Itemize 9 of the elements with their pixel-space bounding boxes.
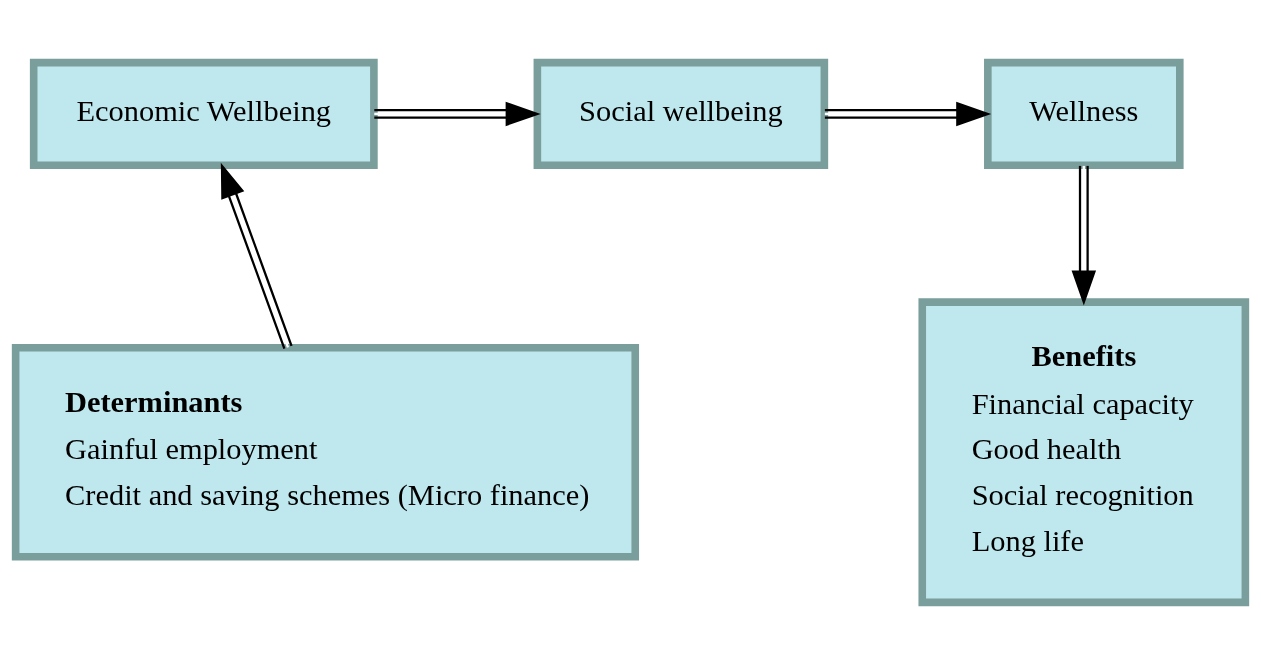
- node-box: Wellness: [984, 58, 1184, 170]
- node-box: Determinants Gainful employment Credit and saving schemes (Micro finance): [11, 343, 640, 561]
- node-box: Social wellbeing: [533, 58, 829, 170]
- arrow: [1071, 165, 1097, 306]
- arrow: [374, 101, 541, 127]
- arrow: [824, 101, 992, 127]
- arrow: [220, 162, 293, 349]
- node-box: Economic Wellbeing: [29, 58, 378, 170]
- node-box: Benefits Financial capacity Good health Social recognition Long life: [918, 298, 1250, 607]
